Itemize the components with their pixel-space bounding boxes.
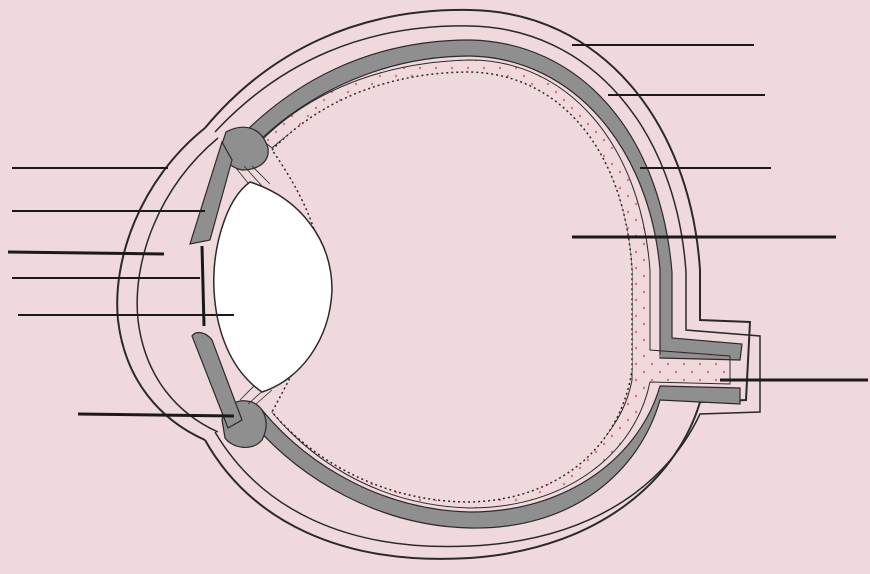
leader-line-8 — [8, 252, 164, 254]
leader-line-11 — [78, 414, 234, 416]
